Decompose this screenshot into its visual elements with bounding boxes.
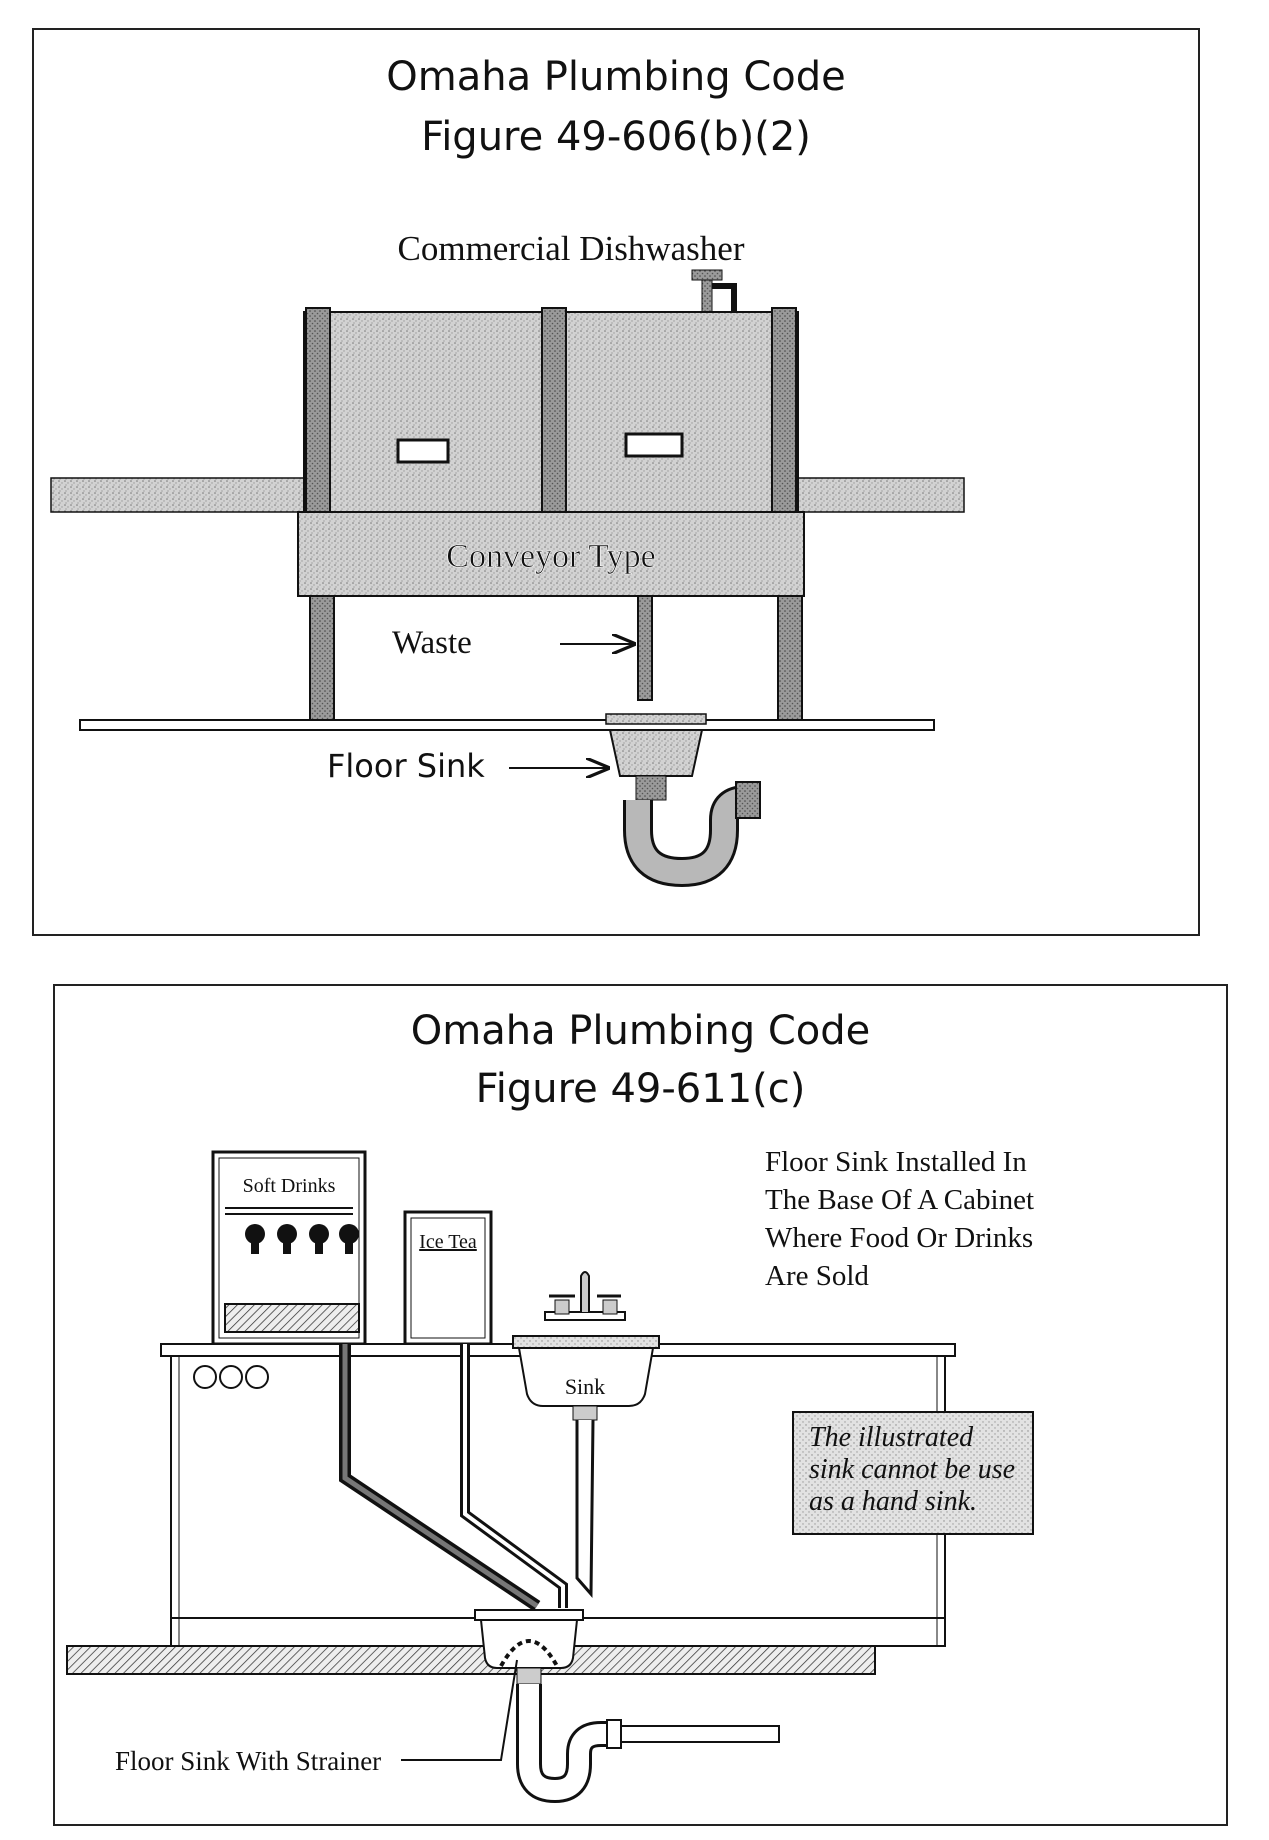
figure-49-606-panel: Omaha Plumbing Code Figure 49-606(b)(2) … [32, 28, 1200, 936]
description-text: Floor Sink Installed In The Base Of A Ca… [765, 1146, 1041, 1292]
description-line: Floor Sink Installed In [765, 1146, 1027, 1178]
floor-sink-body [608, 729, 704, 777]
p-trap [516, 1684, 780, 1804]
waste-pipe [637, 595, 653, 701]
conveyor-body [297, 511, 805, 597]
floor-sink [474, 1609, 584, 1685]
figure2-title: Omaha Plumbing Code [410, 1008, 871, 1054]
faucet-icon [691, 269, 737, 313]
figure1-title: Omaha Plumbing Code [386, 54, 846, 100]
figure1-number: Figure 49-606(b)(2) [421, 114, 811, 160]
hood-post-left [305, 307, 331, 515]
faucet-icon [544, 1271, 626, 1321]
drip-tray [224, 1303, 360, 1333]
sink-tailpiece [575, 1419, 595, 1598]
hood-post-right [771, 307, 797, 515]
hand-sink: Sink [512, 1335, 660, 1598]
dispenser-nozzle-icon [245, 1224, 359, 1254]
note-line: sink cannot be use [809, 1454, 1015, 1485]
cabinet-sink-diagram: Floor Sink Installed In The Base Of A Ca… [66, 1146, 1041, 1804]
hand-sink-note: The illustrated sink cannot be use as a … [809, 1422, 1022, 1517]
description-line: Are Sold [765, 1260, 869, 1292]
left-table [50, 477, 312, 513]
conveyor-type-label: Conveyor Type [446, 538, 655, 575]
note-line: The illustrated [809, 1422, 974, 1453]
description-line: Where Food Or Drinks [765, 1222, 1033, 1254]
description-line: The Base Of A Cabinet [765, 1184, 1034, 1216]
floor-line [79, 719, 935, 731]
p-trap [623, 775, 761, 888]
door-handle-left [396, 438, 450, 464]
ice-tea-label: Ice Tea [419, 1231, 477, 1253]
ice-tea-dispenser: Ice Tea [403, 1210, 493, 1346]
sink-label: Sink [565, 1374, 605, 1399]
hand-sink-note-box [792, 1411, 1034, 1535]
strainer-icon [499, 1639, 559, 1667]
dishwasher-diagram: Commercial Dishwasher Conveyor Type Wast… [50, 229, 965, 888]
waste-label: Waste [392, 625, 472, 661]
note-line: as a hand sink. [809, 1486, 977, 1517]
hood-post-center [541, 307, 567, 515]
figure-49-611-panel: Omaha Plumbing Code Figure 49-611(c) Flo… [53, 984, 1228, 1826]
figure2-number: Figure 49-611(c) [475, 1066, 806, 1112]
leg-right [777, 595, 803, 721]
right-table [787, 477, 965, 513]
soft-drinks-dispenser: Soft Drinks [211, 1150, 367, 1346]
strainer-label: Floor Sink With Strainer [115, 1746, 381, 1776]
leg-left [309, 595, 335, 721]
floor-sink-rim [605, 713, 707, 725]
floor-sink-label: Floor Sink [327, 747, 485, 785]
soft-drinks-label: Soft Drinks [243, 1175, 336, 1197]
strainer-leader-line [401, 1659, 518, 1761]
gauge-icon [193, 1365, 269, 1389]
door-handle-right [624, 432, 684, 458]
dishwasher-heading: Commercial Dishwasher [398, 229, 745, 268]
floor-slab [66, 1645, 876, 1675]
